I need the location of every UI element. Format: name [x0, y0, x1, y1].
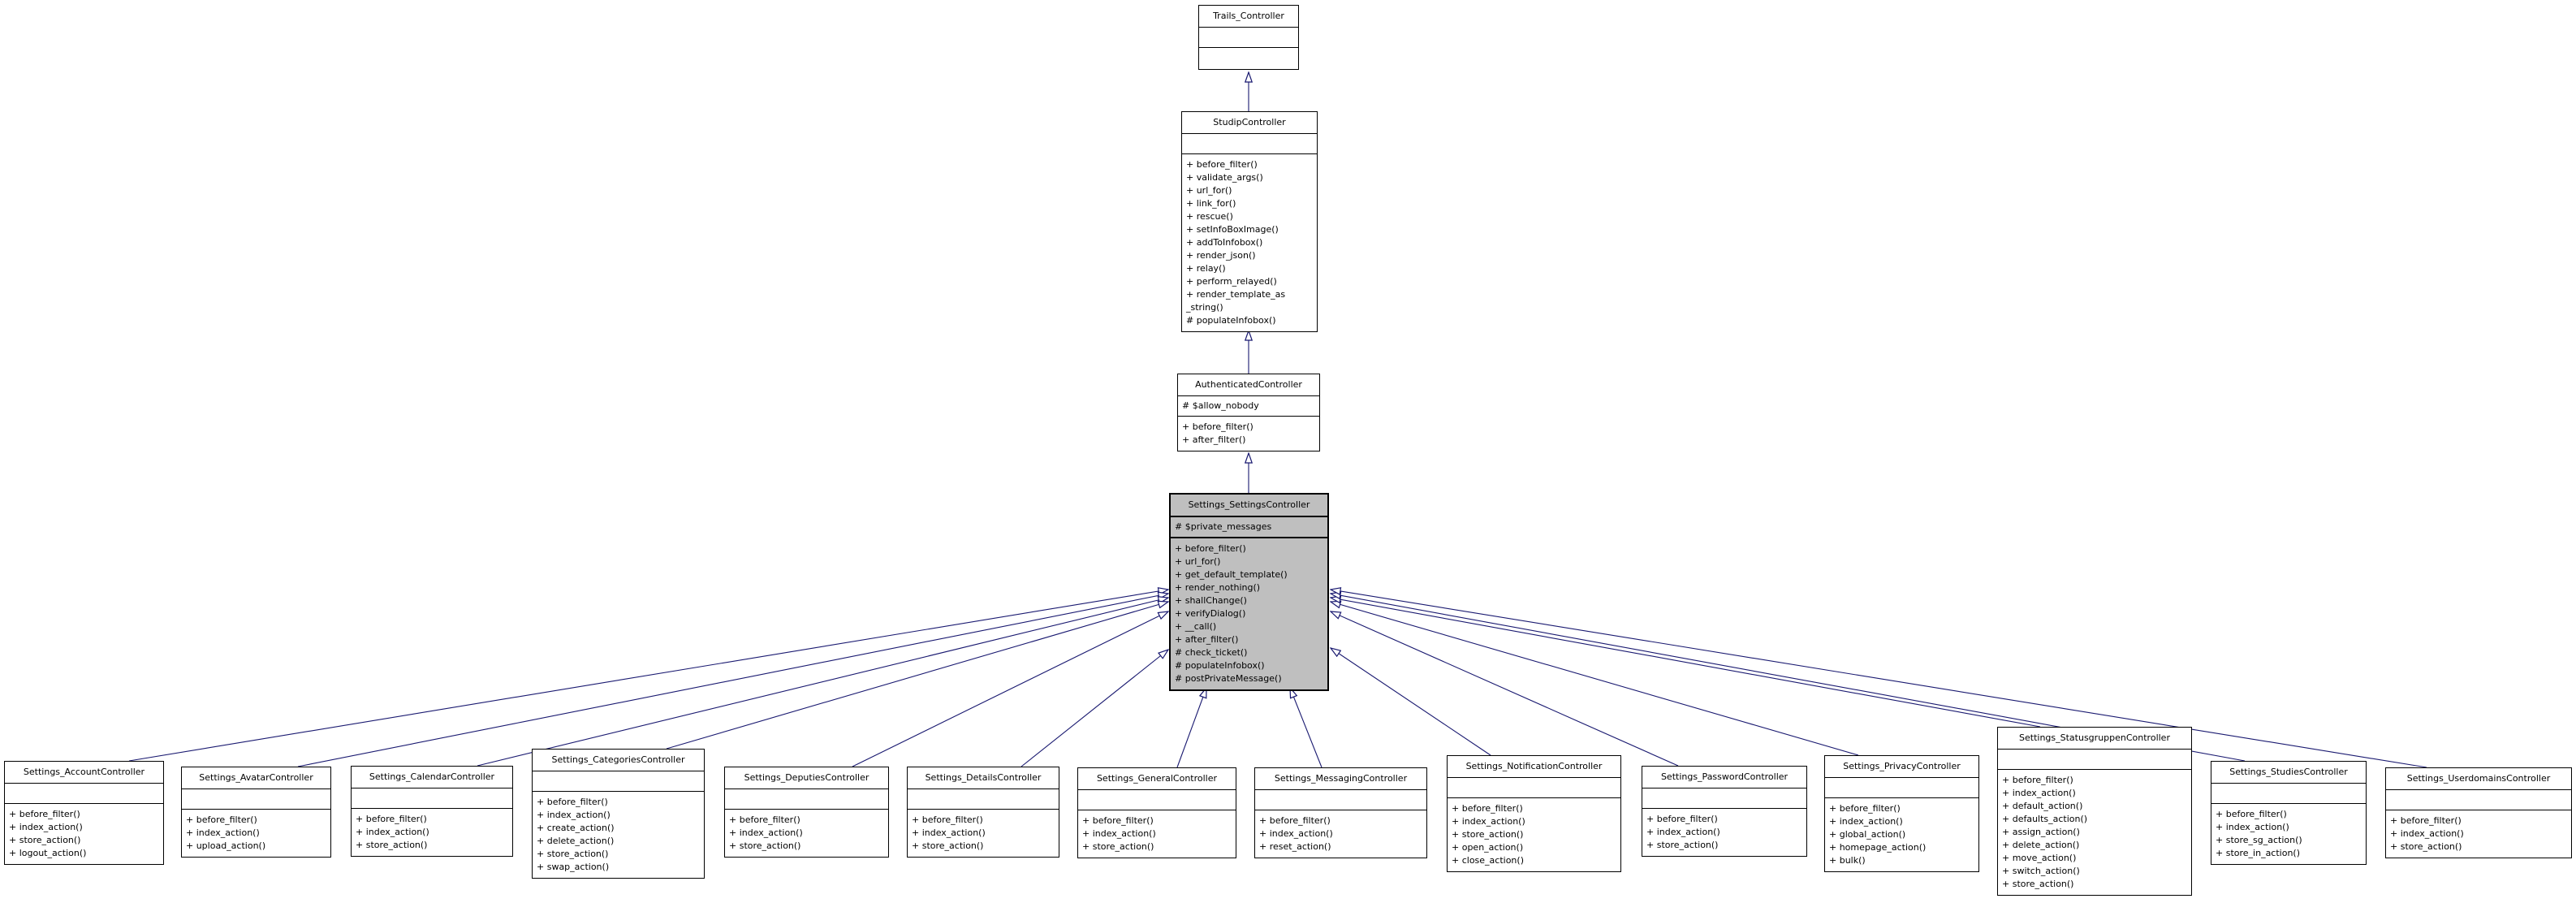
class-methods: + before_filter()+ index_action()+ store… — [912, 814, 986, 851]
edge-calendar-to-settings — [477, 598, 1168, 767]
class-box-settings-messagingcontroller[interactable]: Settings_MessagingController + before_fi… — [1254, 767, 1427, 858]
edge-general-to-settings — [1176, 688, 1206, 768]
class-attributes — [2211, 784, 2366, 804]
class-box-settings-detailscontroller[interactable]: Settings_DetailsController + before_filt… — [907, 767, 1059, 858]
class-name: Settings_DetailsController — [908, 767, 1059, 789]
class-attributes — [5, 784, 163, 804]
class-box-settings-deputiescontroller[interactable]: Settings_DeputiesController + before_fil… — [724, 767, 889, 858]
class-box-trails-controller[interactable]: Trails_Controller — [1198, 5, 1299, 70]
edge-details-to-settings — [1020, 650, 1168, 767]
edge-statusgruppen-to-settings — [1331, 598, 2041, 728]
edge-categories-to-settings — [666, 602, 1168, 750]
class-name: Settings_DeputiesController — [725, 767, 888, 789]
class-methods: + before_filter()+ validate_args()+ url_… — [1186, 159, 1286, 326]
class-box-settings-userdomainscontroller[interactable]: Settings_UserdomainsController + before_… — [2385, 767, 2572, 858]
class-attributes — [533, 771, 704, 792]
class-name: Settings_AccountController — [5, 762, 163, 784]
class-attributes — [1255, 790, 1426, 810]
class-methods: + before_filter()+ index_action()+ store… — [1082, 815, 1156, 852]
class-name: Settings_PrivacyController — [1825, 756, 1978, 778]
class-box-settings-calendarcontroller[interactable]: Settings_CalendarController + before_fil… — [351, 766, 513, 857]
class-box-settings-settingscontroller-selected[interactable]: Settings_SettingsController # $private_m… — [1169, 493, 1329, 691]
class-name: Settings_CategoriesController — [533, 750, 704, 771]
class-attributes: # $private_messages — [1171, 517, 1327, 538]
class-methods: + before_filter()+ index_action()+ uploa… — [186, 814, 266, 851]
class-box-settings-notificationcontroller[interactable]: Settings_NotificationController + before… — [1447, 755, 1621, 872]
class-methods: + before_filter()+ after_filter() — [1182, 421, 1253, 445]
class-name: Settings_PasswordController — [1642, 767, 1806, 789]
class-box-authenticated-controller[interactable]: AuthenticatedController # $allow_nobody … — [1177, 374, 1320, 451]
edge-password-to-settings — [1331, 611, 1679, 767]
class-attributes — [1642, 789, 1806, 809]
class-name: Settings_StudiesController — [2211, 762, 2366, 784]
class-methods: + before_filter()+ url_for()+ get_defaul… — [1175, 543, 1288, 684]
class-name: Settings_NotificationController — [1448, 756, 1620, 778]
class-methods: + before_filter()+ index_action()+ creat… — [537, 797, 615, 872]
class-box-settings-passwordcontroller[interactable]: Settings_PasswordController + before_fil… — [1642, 766, 1807, 857]
class-methods: + before_filter()+ index_action()+ globa… — [1829, 803, 1927, 866]
class-box-settings-privacycontroller[interactable]: Settings_PrivacyController + before_filt… — [1824, 755, 1979, 872]
class-box-settings-avatarcontroller[interactable]: Settings_AvatarController + before_filte… — [181, 767, 331, 858]
class-methods: + before_filter()+ index_action()+ store… — [1452, 803, 1525, 866]
class-methods: + before_filter()+ index_action()+ defau… — [2002, 775, 2088, 889]
edge-messaging-to-settings — [1290, 688, 1323, 768]
class-methods: + before_filter()+ index_action()+ store… — [356, 814, 429, 850]
class-box-studip-controller[interactable]: StudipController + before_filter()+ vali… — [1181, 111, 1318, 332]
class-name: StudipController — [1182, 112, 1317, 134]
edge-privacy-to-settings — [1331, 602, 1859, 756]
edge-avatar-to-settings — [297, 594, 1168, 767]
class-box-settings-categoriescontroller[interactable]: Settings_CategoriesController + before_f… — [532, 749, 705, 879]
class-methods: + before_filter()+ index_action()+ reset… — [1259, 815, 1333, 852]
class-attributes — [1199, 28, 1298, 48]
class-name: Settings_AvatarController — [182, 767, 330, 789]
class-methods: + before_filter()+ index_action()+ store… — [2216, 809, 2302, 858]
class-attributes — [1182, 134, 1317, 154]
class-attributes — [908, 789, 1059, 810]
class-name: Settings_UserdomainsController — [2386, 768, 2571, 790]
class-attributes — [2386, 790, 2571, 810]
class-name: Settings_SettingsController — [1171, 495, 1327, 517]
class-attributes — [1825, 778, 1978, 798]
edge-notification-to-settings — [1331, 648, 1491, 756]
class-name: Settings_CalendarController — [352, 767, 512, 789]
class-attributes — [1078, 790, 1236, 810]
class-box-settings-accountcontroller[interactable]: Settings_AccountController + before_filt… — [4, 761, 164, 865]
class-name: Settings_StatusgruppenController — [1998, 728, 2191, 750]
edge-userdomains-to-settings — [1331, 590, 2427, 768]
class-box-settings-studiescontroller[interactable]: Settings_StudiesController + before_filt… — [2211, 761, 2367, 865]
class-attributes — [1448, 778, 1620, 798]
class-attributes — [352, 789, 512, 809]
class-name: Settings_MessagingController — [1255, 768, 1426, 790]
class-attributes — [725, 789, 888, 810]
class-box-settings-generalcontroller[interactable]: Settings_GeneralController + before_filt… — [1077, 767, 1236, 858]
class-name: Settings_GeneralController — [1078, 768, 1236, 790]
class-methods — [1199, 48, 1298, 69]
class-methods: + before_filter()+ index_action()+ store… — [729, 814, 803, 851]
class-attributes: # $allow_nobody — [1178, 396, 1319, 417]
class-attributes — [182, 789, 330, 810]
class-name: AuthenticatedController — [1178, 374, 1319, 396]
class-methods: + before_filter()+ index_action()+ store… — [2390, 815, 2464, 852]
edge-deputies-to-settings — [852, 611, 1168, 767]
class-methods: + before_filter()+ index_action()+ store… — [1646, 814, 1720, 850]
class-name: Trails_Controller — [1199, 6, 1298, 28]
class-attributes — [1998, 750, 2191, 770]
class-methods: + before_filter()+ index_action()+ store… — [9, 809, 87, 858]
class-box-settings-statusgruppencontroller[interactable]: Settings_StatusgruppenController + befor… — [1997, 727, 2192, 896]
edge-account-to-settings — [128, 590, 1168, 762]
